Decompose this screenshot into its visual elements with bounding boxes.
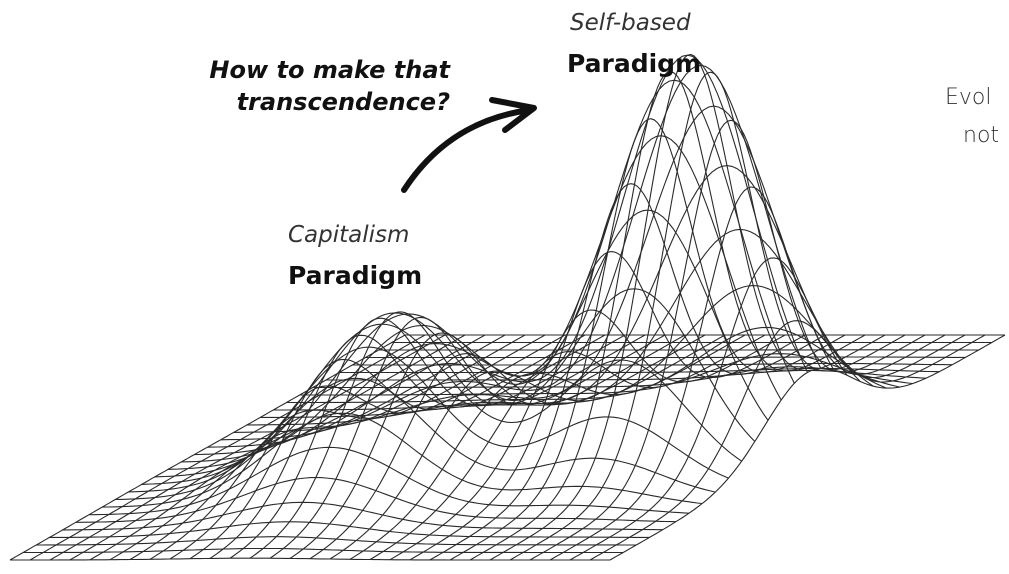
mesh-line-column bbox=[469, 71, 866, 561]
mesh-line-column bbox=[209, 334, 606, 559]
peak-label-capitalism-title: Paradigm bbox=[288, 261, 423, 290]
mesh-line-column bbox=[549, 186, 946, 561]
mesh-line-column bbox=[229, 317, 626, 559]
question-text: How to make that transcendence? bbox=[150, 54, 450, 118]
peak-label-self-based-title: Paradigm bbox=[567, 49, 702, 78]
mesh-line-column bbox=[129, 334, 526, 560]
mesh-line-column bbox=[609, 334, 1006, 561]
edge-text-line-2: not bbox=[963, 123, 1000, 148]
mesh-line-column bbox=[569, 257, 966, 561]
mesh-line-column bbox=[589, 320, 986, 561]
question-line-2: transcendence? bbox=[236, 88, 450, 116]
mesh-line-column bbox=[69, 334, 466, 561]
mesh-line-column bbox=[369, 334, 766, 560]
mesh-line-column bbox=[269, 316, 666, 559]
mesh-line-column bbox=[309, 334, 706, 560]
mesh-line-column bbox=[429, 183, 826, 561]
mesh-line-column bbox=[189, 334, 586, 560]
mesh-line-column bbox=[149, 334, 546, 560]
mesh-line-column bbox=[349, 334, 746, 560]
mesh-line-column bbox=[29, 334, 426, 561]
edge-text-line-1: Evol bbox=[945, 85, 992, 110]
mesh-line-column bbox=[249, 311, 646, 559]
peak-label-capitalism-subtitle: Capitalism bbox=[288, 222, 410, 248]
mesh-line-column bbox=[529, 119, 926, 561]
mesh-line-column bbox=[509, 71, 906, 561]
peak-label-self-based-subtitle: Self-based bbox=[570, 10, 691, 36]
question-line-1: How to make that bbox=[209, 56, 450, 84]
mesh-line-column bbox=[389, 309, 786, 561]
